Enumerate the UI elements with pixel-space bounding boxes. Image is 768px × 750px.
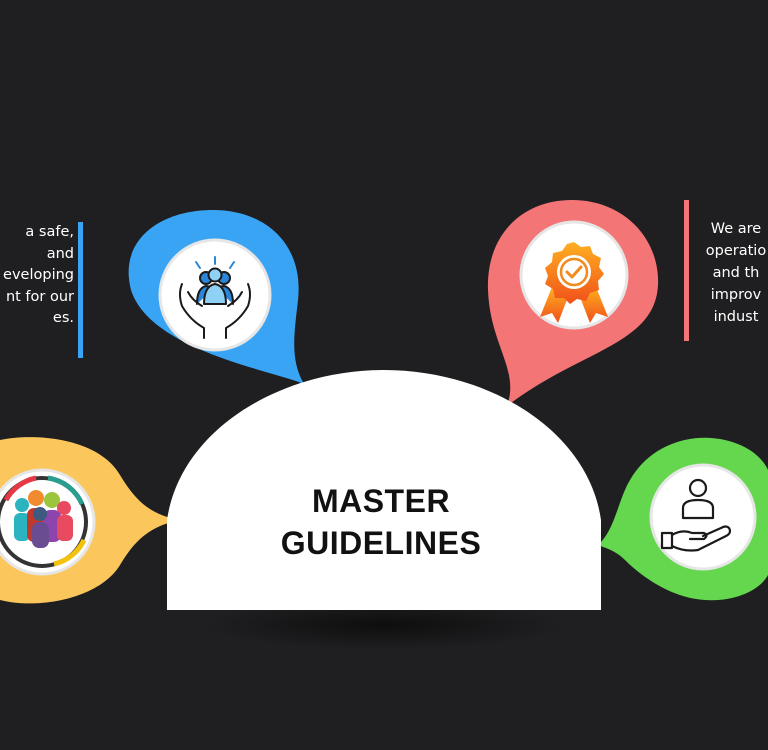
right-text-line-2: operatio [705,243,767,259]
left-text-line-5: es. [52,310,74,326]
left-text-line-4: nt for our [5,288,74,305]
diverse-people-icon [0,475,88,568]
right-text-line-3: and th [712,265,760,281]
left-text-line-2: and [46,245,74,262]
right-text-line-5: indust [713,309,759,325]
right-text-line-4: improv [710,287,762,303]
left-text-line-3: eveloping [3,267,74,283]
right-description-text: We are operatio and th improv indust [704,218,768,328]
node-team-care [128,210,304,384]
hand-with-person-icon [660,478,732,552]
left-text-line-1: a safe, [25,224,74,240]
left-description-text: a safe, and eveloping nt for our es. [0,222,74,330]
node-quality-award [487,200,659,406]
center-title-line-2: GUIDELINES [280,525,482,561]
center-title-line-1: MASTER [311,483,451,519]
node-diversity [0,437,180,604]
right-accent-line [684,200,689,341]
left-accent-line [78,222,83,358]
center-semicircle [167,370,601,610]
right-text-line-1: We are [710,221,762,237]
award-ribbon-icon [540,242,608,323]
hands-holding-people-icon [179,256,251,339]
node-service [598,437,768,601]
center-title: MASTER GUIDELINES [236,480,526,564]
